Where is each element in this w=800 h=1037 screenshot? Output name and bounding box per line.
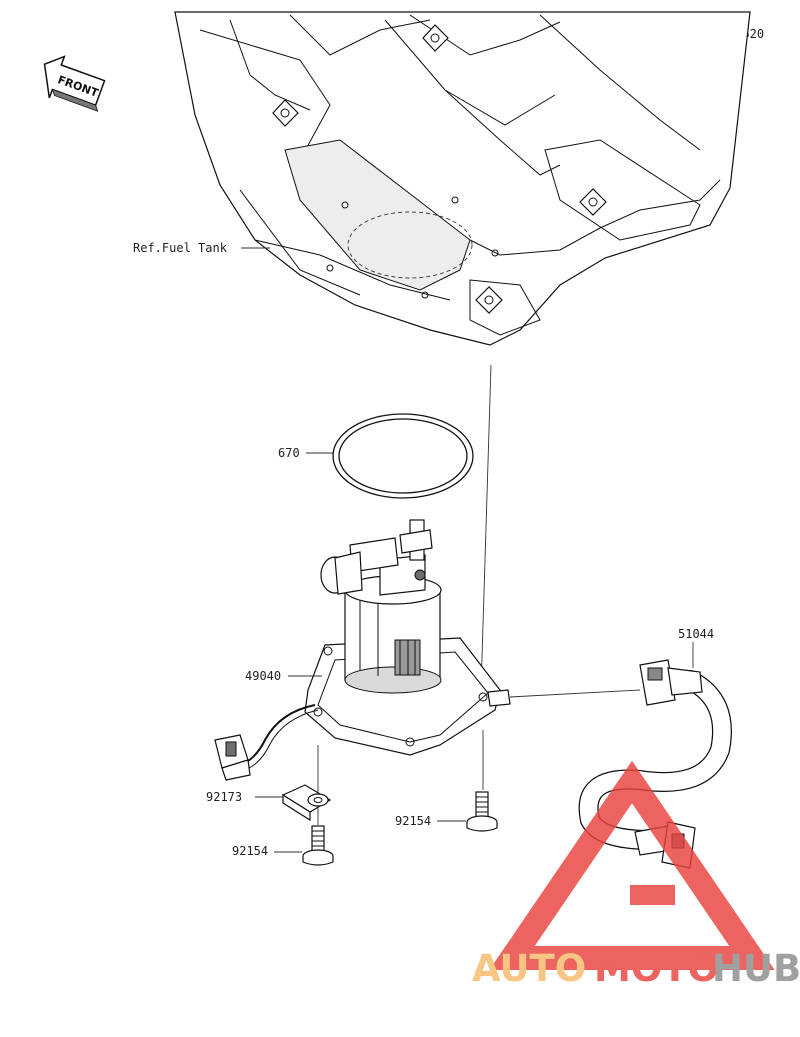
- fuel-tank: [174, 11, 751, 346]
- connector: [214, 734, 251, 781]
- watermark-text-hub: HUB: [712, 947, 800, 990]
- tank-grommet: [475, 286, 503, 314]
- bolt-left: [302, 825, 334, 866]
- label-o-ring: 670: [278, 446, 300, 460]
- front-arrow-icon: FRONT: [43, 55, 106, 112]
- hose-connector-upper: [639, 659, 703, 706]
- label-clamp: 92173: [206, 790, 242, 804]
- label-pump: 49040: [245, 669, 281, 683]
- bolt-right: [466, 791, 498, 832]
- o-ring: [332, 413, 474, 499]
- label-fuel-tank: Ref.Fuel Tank: [133, 241, 228, 255]
- tank-grommet: [579, 188, 607, 216]
- watermark-logo: AUTO MOTO HUB: [472, 760, 800, 990]
- label-bolt-right: 92154: [395, 814, 431, 828]
- clamp: [281, 784, 332, 822]
- watermark-text-moto: MOTO: [594, 947, 719, 990]
- tank-grommet: [422, 24, 449, 52]
- label-hose: 51044: [678, 627, 714, 641]
- fuel-pump: [214, 519, 511, 781]
- watermark-text-auto: AUTO: [472, 947, 586, 990]
- label-bolt-left: 92154: [232, 844, 268, 858]
- tank-grommet: [272, 99, 299, 127]
